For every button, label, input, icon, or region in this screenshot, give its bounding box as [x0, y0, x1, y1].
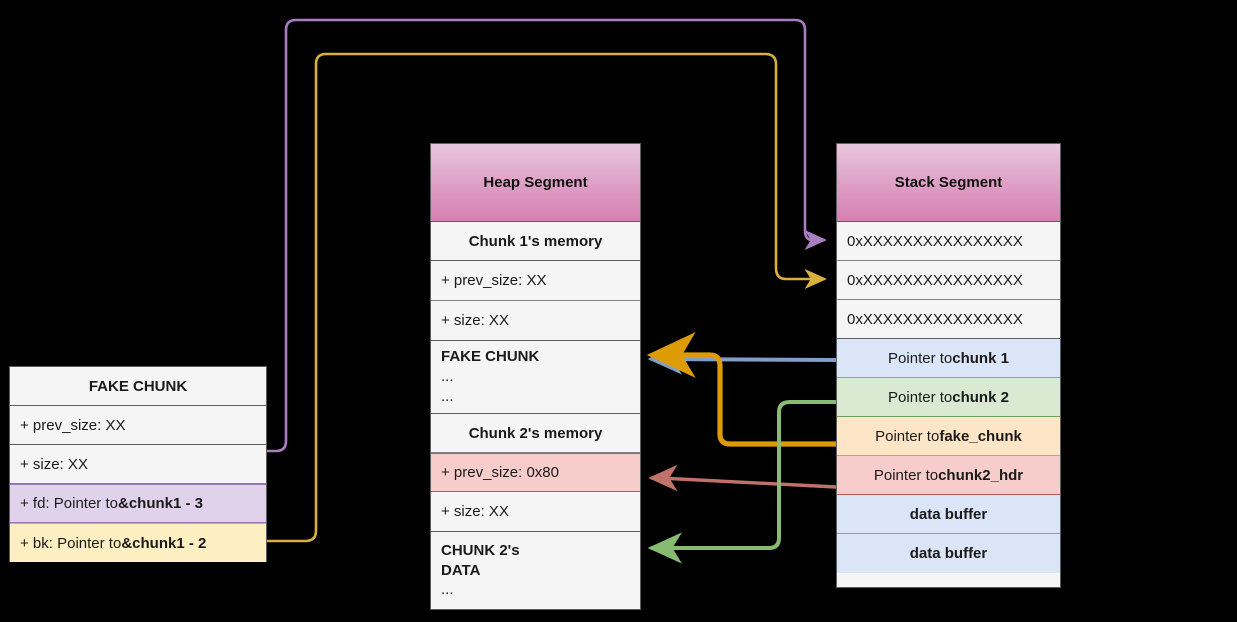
stack-row-ptr-chunk2hdr[interactable]: Pointer to chunk2_hdr [837, 456, 1060, 495]
heap-row-chunk1-memory-label: Chunk 1's memory [468, 232, 603, 250]
heap-segment-title: Heap Segment [431, 144, 640, 222]
heap-row-chunk1-size-label: + size: XX [441, 312, 509, 329]
heap-row-chunk1-memory[interactable]: Chunk 1's memory [431, 222, 640, 261]
stack-row-data-buffer-1-label: data buffer [909, 505, 988, 523]
fake-chunk-row-bk[interactable]: + bk: Pointer to &chunk1 - 2 [10, 523, 266, 562]
stack-row-addr-1[interactable]: 0xXXXXXXXXXXXXXXXX [837, 222, 1060, 261]
stack-row-addr-2[interactable]: 0xXXXXXXXXXXXXXXXX [837, 261, 1060, 300]
heap-row-chunk2-memory[interactable]: Chunk 2's memory [431, 414, 640, 453]
fake-chunk-title: FAKE CHUNK [10, 367, 266, 406]
wire-fakechunk-to-fakechunk [646, 332, 839, 447]
stack-row-data-buffer-1[interactable]: data buffer [837, 495, 1060, 534]
heap-row-fake-chunk[interactable]: FAKE CHUNK ... ... [431, 341, 640, 414]
fake-chunk-row-bk-target: &chunk1 - 2 [121, 534, 207, 552]
stack-row-ptr-chunk2hdr-prefix: Pointer to [873, 466, 939, 484]
stack-row-ptr-chunk2[interactable]: Pointer to chunk 2 [837, 378, 1060, 417]
heap-row-fake-chunk-line2: ... [441, 368, 454, 386]
stack-row-ptr-chunk2-prefix: Pointer to [888, 388, 953, 406]
fake-chunk-row-size-label: + size: XX [20, 455, 88, 473]
stack-row-ptr-chunk1[interactable]: Pointer to chunk 1 [837, 339, 1060, 378]
stack-row-ptr-chunk1-target: chunk 1 [952, 349, 1009, 367]
fake-chunk-row-bk-prefix: + bk: Pointer to [20, 534, 122, 552]
heap-row-chunk2-data-label: CHUNK 2's [441, 541, 520, 559]
stack-row-ptr-fakechunk-target: fake_chunk [939, 427, 1022, 445]
heap-row-chunk1-prevsize[interactable]: + prev_size: XX [431, 261, 640, 301]
fake-chunk-row-fd[interactable]: + fd: Pointer to &chunk1 - 3 [10, 484, 266, 523]
wire-chunk1-to-fakechunk [647, 343, 838, 375]
heap-row-chunk2-data-line3: ... [441, 581, 454, 599]
fake-chunk-row-size[interactable]: + size: XX [10, 445, 266, 484]
stack-segment-table: Stack Segment 0xXXXXXXXXXXXXXXXX 0xXXXXX… [836, 143, 1061, 588]
heap-row-fake-chunk-line3: ... [441, 387, 454, 405]
fake-chunk-row-prevsize[interactable]: + prev_size: XX [10, 406, 266, 445]
heap-row-fake-chunk-label: FAKE CHUNK [441, 348, 540, 366]
stack-row-data-buffer-2-label: data buffer [909, 545, 988, 562]
stack-row-ptr-chunk1-prefix: Pointer to [888, 349, 953, 367]
heap-row-chunk2-prevsize-label: + prev_size: 0x80 [441, 464, 559, 481]
heap-row-chunk2-size[interactable]: + size: XX [431, 492, 640, 532]
stack-row-data-buffer-2[interactable]: data buffer [837, 534, 1060, 573]
heap-row-chunk1-prevsize-label: + prev_size: XX [441, 272, 547, 289]
stack-row-addr-3-label: 0xXXXXXXXXXXXXXXXX [847, 310, 1023, 328]
fake-chunk-row-prevsize-label: + prev_size: XX [20, 416, 126, 434]
stack-row-ptr-fakechunk[interactable]: Pointer to fake_chunk [837, 417, 1060, 456]
wire-chunk2-to-data [647, 400, 838, 564]
heap-row-chunk2-memory-label: Chunk 2's memory [468, 424, 603, 442]
wire-chunk2hdr-to-prevsize [648, 464, 838, 492]
stack-row-addr-1-label: 0xXXXXXXXXXXXXXXXX [847, 232, 1023, 250]
fake-chunk-table: FAKE CHUNK + prev_size: XX + size: XX + … [9, 366, 267, 562]
fake-chunk-title-label: FAKE CHUNK [88, 377, 188, 395]
stack-row-addr-2-label: 0xXXXXXXXXXXXXXXXX [847, 271, 1023, 289]
heap-row-chunk2-prevsize[interactable]: + prev_size: 0x80 [431, 453, 640, 492]
heap-segment-table: Heap Segment Chunk 1's memory + prev_siz… [430, 143, 641, 610]
stack-row-addr-3[interactable]: 0xXXXXXXXXXXXXXXXX [837, 300, 1060, 339]
heap-row-chunk2-size-label: + size: XX [441, 503, 509, 520]
stack-row-ptr-fakechunk-prefix: Pointer to [875, 427, 940, 445]
fake-chunk-row-fd-prefix: + fd: Pointer to [20, 495, 118, 512]
stack-row-ptr-chunk2hdr-target: chunk2_hdr [938, 466, 1024, 484]
heap-row-chunk2-data[interactable]: CHUNK 2's DATA ... [431, 532, 640, 609]
stack-row-ptr-chunk2-target: chunk 2 [952, 388, 1009, 406]
heap-row-chunk2-data-line2: DATA [441, 561, 481, 579]
fake-chunk-row-fd-target: &chunk1 - 3 [117, 495, 204, 512]
stack-segment-title: Stack Segment [837, 144, 1060, 222]
heap-row-chunk1-size[interactable]: + size: XX [431, 301, 640, 341]
